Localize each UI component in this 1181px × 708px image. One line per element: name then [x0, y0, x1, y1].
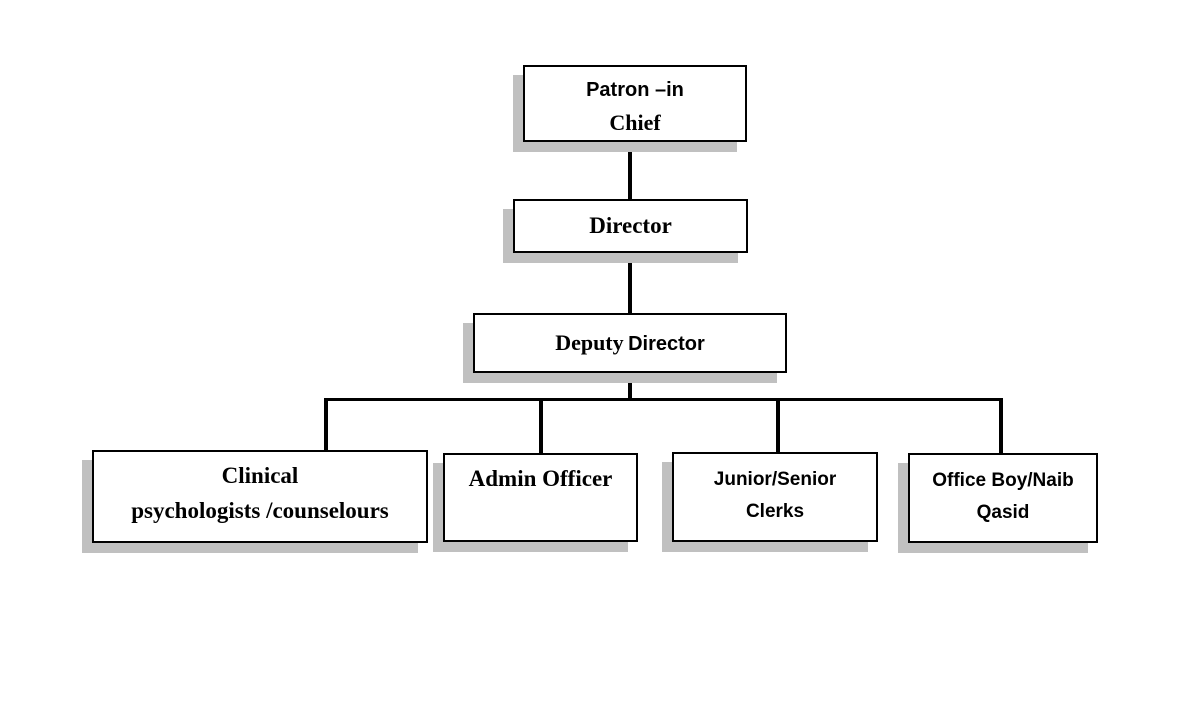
node-deputy-label: Deputy Director	[555, 330, 705, 355]
node-junior-senior-clerks: Junior/Senior Clerks	[672, 452, 878, 542]
node-junior-line-2: Clerks	[745, 501, 805, 522]
connector-director-to-deputy	[628, 253, 632, 313]
node-director: Director	[513, 199, 748, 253]
node-director-label: Director	[589, 213, 672, 238]
node-office-line-2: Qasid	[976, 502, 1030, 523]
connector-horizontal-bus	[324, 398, 1003, 401]
connector-bus-to-clinical	[324, 398, 328, 451]
node-office-line-1: Office Boy/Naib	[932, 470, 1074, 491]
node-clinical-line-1: Clinical	[221, 463, 299, 488]
connector-bus-to-junior	[776, 398, 780, 453]
node-clinical-line-2: psychologists /counselours	[131, 498, 389, 523]
node-deputy-director: Deputy Director	[473, 313, 787, 373]
connector-bus-to-office	[999, 398, 1003, 454]
node-patron-in-chief: Patron –in Chief	[523, 65, 747, 142]
node-patron-line-2: Chief	[609, 110, 661, 135]
node-junior-line-1: Junior/Senior	[713, 469, 837, 490]
node-clinical-psychologists: Clinical psychologists /counselours	[92, 450, 428, 543]
connector-patron-to-director	[628, 142, 632, 199]
node-office-boy-naib-qasid: Office Boy/Naib Qasid	[908, 453, 1098, 543]
node-patron-line-1: Patron –in	[586, 79, 684, 101]
node-admin-label: Admin Officer	[468, 466, 613, 491]
node-admin-officer: Admin Officer	[443, 453, 638, 542]
connector-deputy-to-bus	[628, 373, 632, 400]
connector-bus-to-admin	[539, 398, 543, 454]
